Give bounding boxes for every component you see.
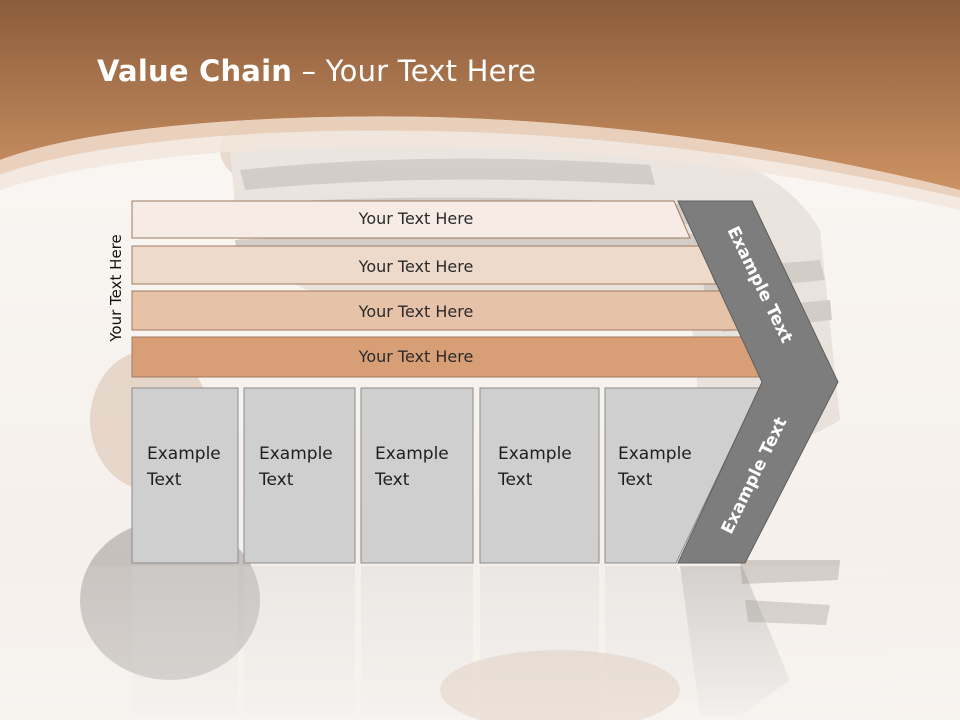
row-label-4: Your Text Here — [358, 347, 474, 366]
box-4-line-1: Example — [498, 444, 572, 464]
box-5-line-1: Example — [618, 444, 692, 464]
row-label-1: Your Text Here — [358, 209, 474, 228]
header-swoosh — [0, 116, 960, 198]
box-2-line-2: Text — [258, 470, 294, 490]
box-4-line-2: Text — [497, 470, 533, 490]
reflection — [0, 566, 960, 720]
value-rows: Your Text Here Your Text Here Your Text … — [131, 200, 763, 378]
activity-box-5 — [604, 387, 761, 564]
side-label: Your Text Here — [107, 234, 125, 342]
box-5-line-2: Text — [617, 470, 653, 490]
activity-box-1 — [131, 387, 239, 564]
box-3-line-2: Text — [374, 470, 410, 490]
slide-title: Value Chain – Your Text Here — [97, 54, 536, 88]
header-band — [0, 0, 960, 190]
header-swoosh-light — [0, 130, 960, 210]
slide-title-bold: Value Chain — [97, 54, 293, 88]
slide-title-rest: – Your Text Here — [292, 54, 537, 88]
box-3-line-1: Example — [375, 444, 449, 464]
row-label-3: Your Text Here — [358, 302, 474, 321]
box-1-line-1: Example — [147, 444, 221, 464]
activity-boxes: Example Text Example Text Example Text E… — [131, 387, 761, 564]
chevron-shape — [677, 200, 839, 564]
row-label-2: Your Text Here — [358, 257, 474, 276]
box-1-line-2: Text — [146, 470, 182, 490]
box-2-line-1: Example — [259, 444, 333, 464]
activity-box-3 — [360, 387, 474, 564]
row-bar-1 — [131, 200, 691, 239]
activity-box-4 — [479, 387, 600, 564]
activity-box-2 — [243, 387, 356, 564]
